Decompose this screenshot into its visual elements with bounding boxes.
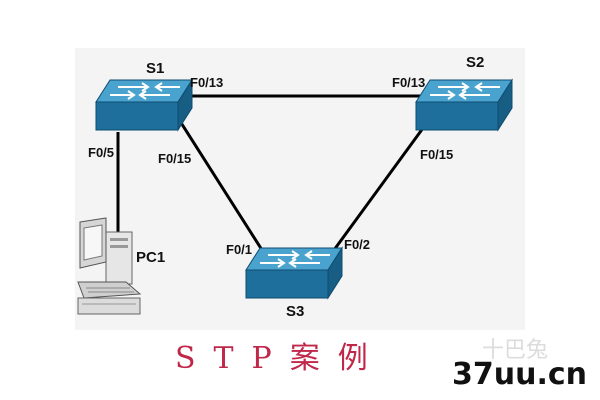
watermark-logo: 十巴兔 [482, 338, 548, 362]
switch-icon [415, 78, 513, 132]
port-label-s3-f02: F0/2 [344, 237, 371, 252]
pc1-label: PC1 [136, 249, 166, 266]
pc-icon [77, 217, 142, 315]
link-s1-s3 [176, 117, 264, 251]
port-label-s2-f013: F0/13 [392, 75, 426, 90]
switch-icon [95, 78, 193, 132]
svg-text:十巴兔: 十巴兔 [482, 338, 548, 362]
link-s2-s3 [332, 123, 428, 251]
port-label-s3-f01: F0/1 [226, 242, 253, 257]
port-label-s1-f013: F0/13 [190, 75, 224, 90]
switch-icon [245, 246, 343, 300]
switch-s3-label: S3 [286, 303, 305, 320]
switch-s2-label: S2 [466, 54, 485, 71]
diagram-caption: STP案例 [175, 341, 386, 376]
switch-s1-label: S1 [146, 60, 165, 77]
port-label-s1-f015: F0/15 [158, 151, 192, 166]
port-label-s1-f05: F0/5 [88, 145, 115, 160]
port-label-s2-f015: F0/15 [420, 147, 454, 162]
watermark-site: 37uu.cn [452, 357, 587, 392]
